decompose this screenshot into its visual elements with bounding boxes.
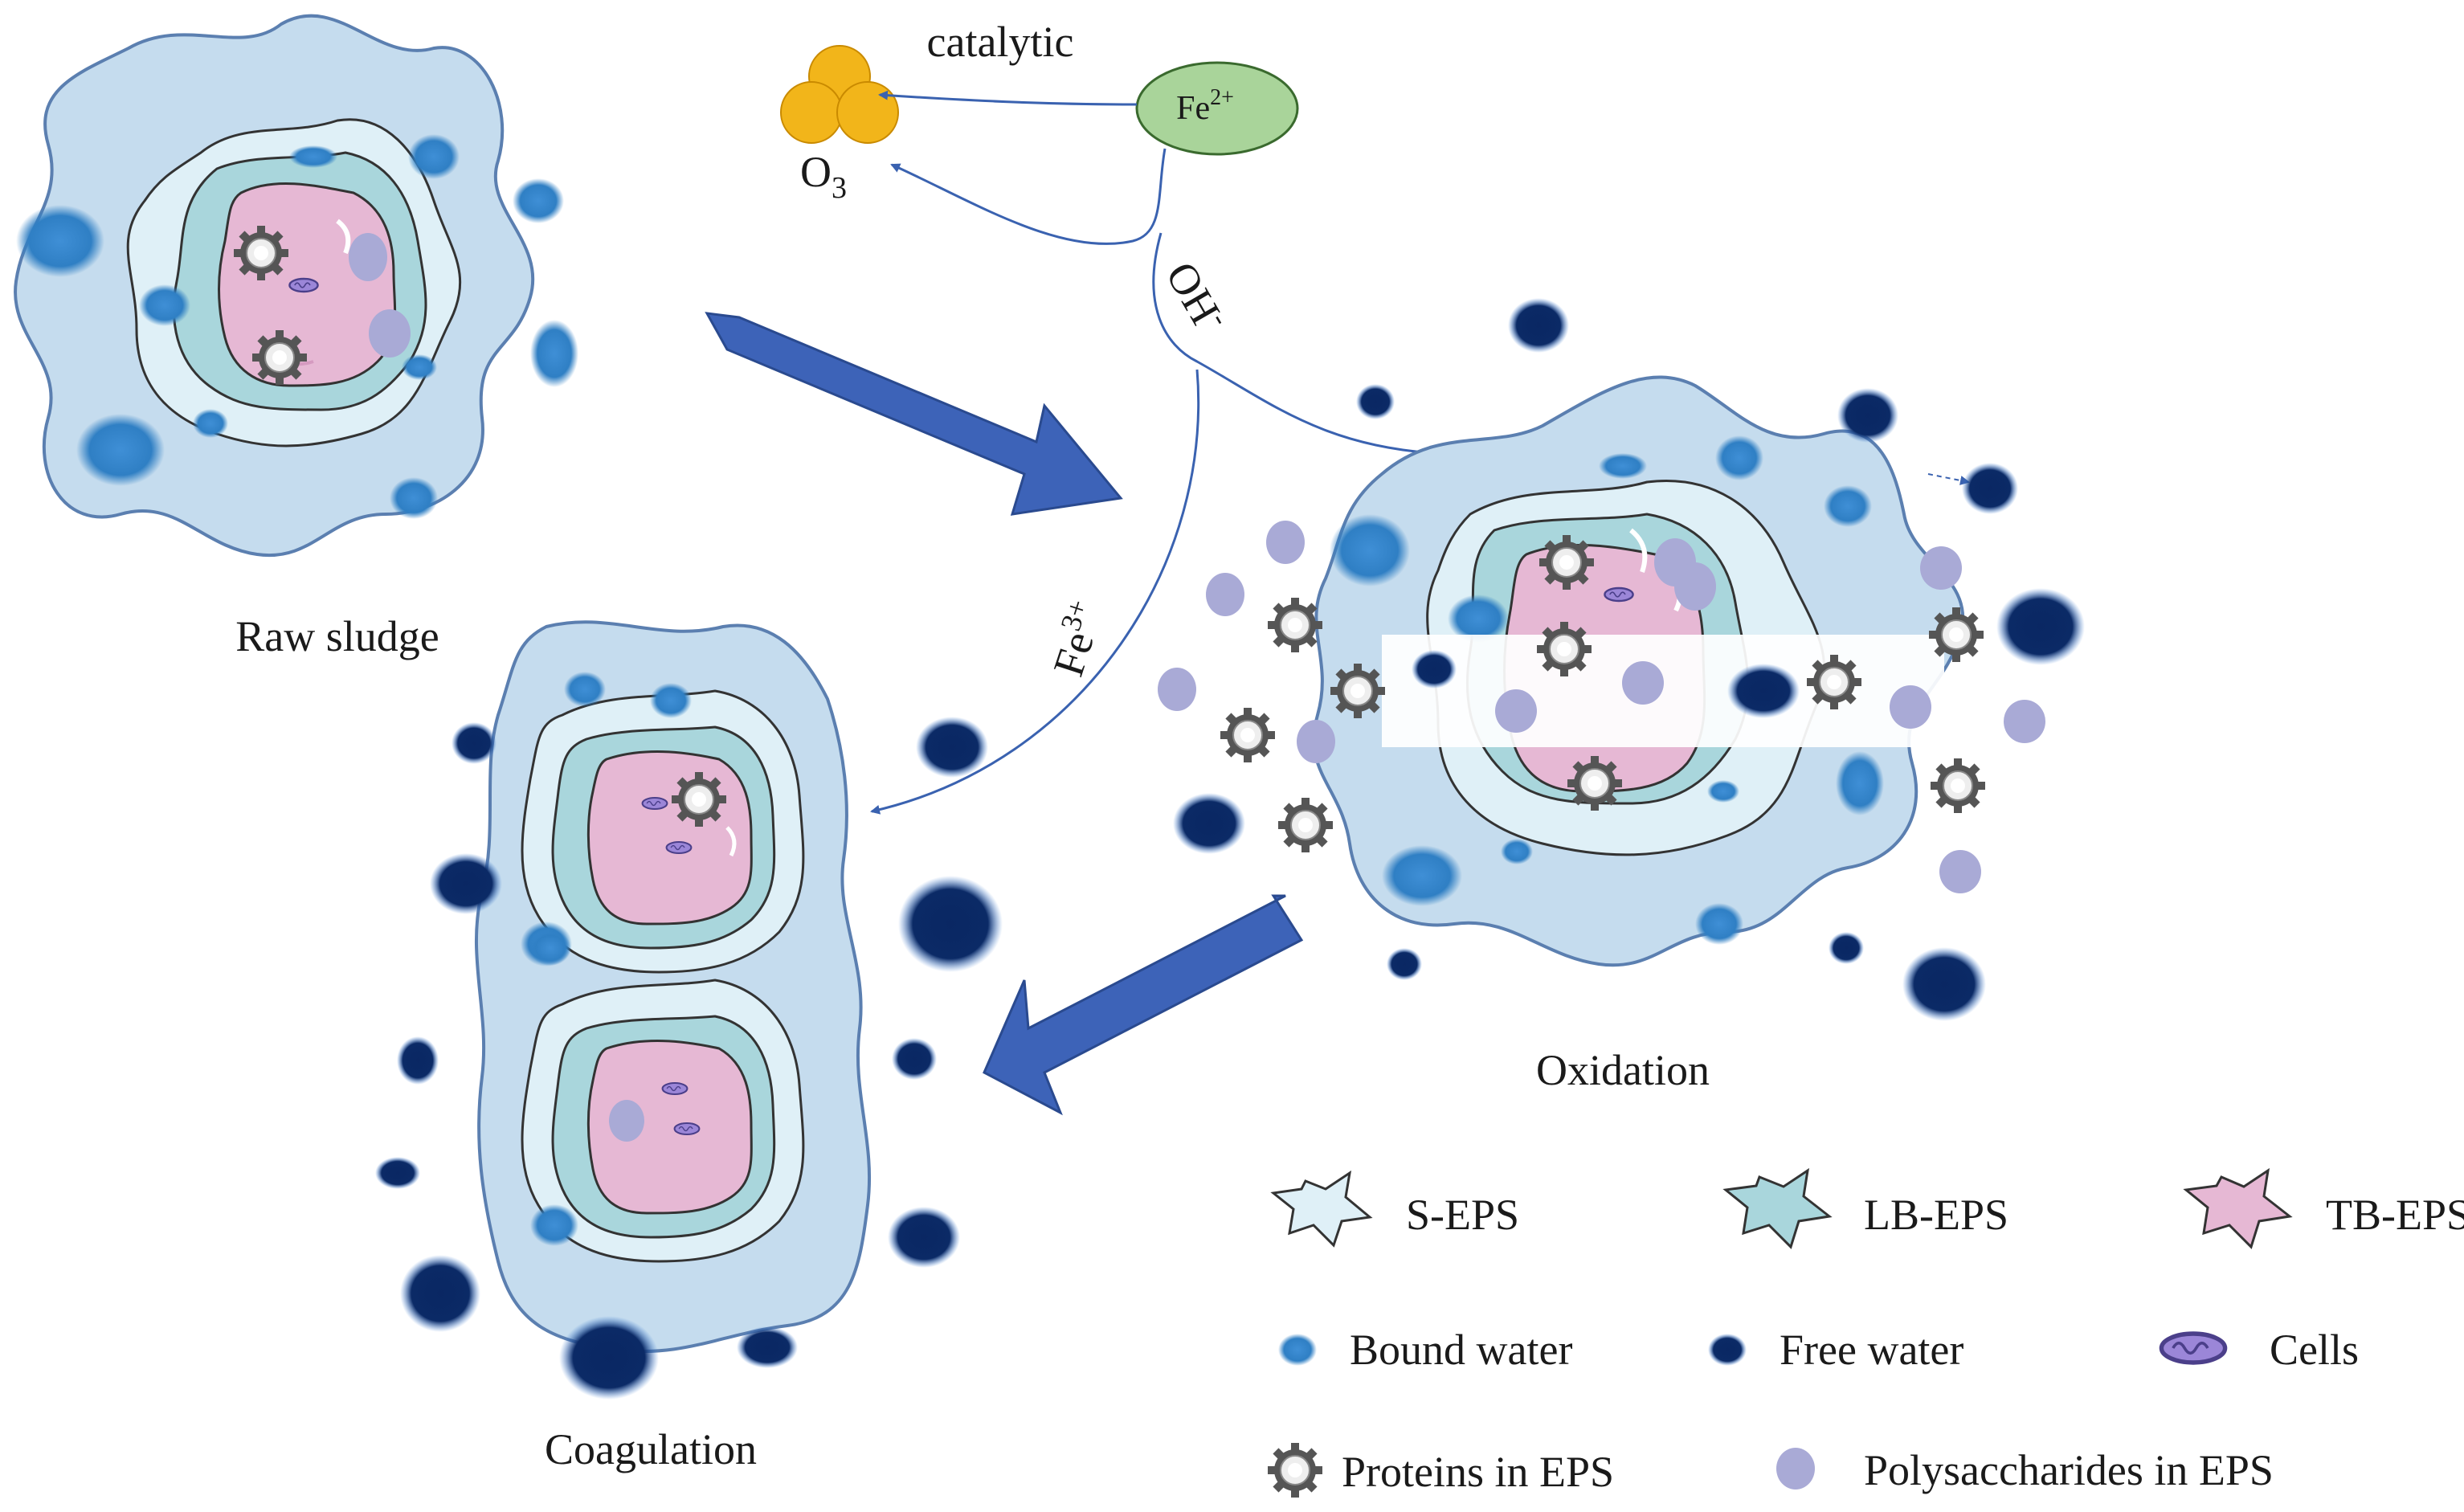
svg-text:Proteins in EPS: Proteins in EPS xyxy=(1342,1448,1614,1496)
protein-gear-icon xyxy=(1267,1442,1323,1498)
svg-text:S-EPS: S-EPS xyxy=(1406,1191,1519,1239)
free-water-dot-icon xyxy=(1708,1334,1747,1366)
svg-text:TB-EPS: TB-EPS xyxy=(2326,1191,2464,1239)
raw-bound-water-drops xyxy=(16,134,578,519)
svg-text:LB-EPS: LB-EPS xyxy=(1864,1191,2008,1239)
ox-free-water-drops xyxy=(1173,298,2085,1021)
svg-text:Polysaccharides in EPS: Polysaccharides in EPS xyxy=(1864,1446,2274,1494)
oh-label: OH- xyxy=(1157,252,1237,341)
legend-item-proteins: Proteins in EPS xyxy=(1267,1442,1614,1498)
svg-text:Free water: Free water xyxy=(1780,1326,1963,1374)
catalytic-label: catalytic xyxy=(927,18,1074,66)
coagulation-floc xyxy=(474,620,872,1354)
svg-text:Bound water: Bound water xyxy=(1350,1326,1572,1374)
coag-bound-water-drops xyxy=(521,672,692,1246)
cell-mitochondrion-icon xyxy=(2161,1334,2225,1363)
coagulation-label: Coagulation xyxy=(545,1425,757,1473)
legend-item-free-water: Free water xyxy=(1708,1326,1963,1374)
fe3-path xyxy=(870,369,1200,815)
tb-eps-swatch-icon xyxy=(2183,1167,2293,1249)
catalytic-arrow xyxy=(878,90,1138,106)
ox-bound-water-drops xyxy=(1330,435,1884,945)
fe2-to-o3-line xyxy=(890,148,1167,245)
fe2-ion-bubble xyxy=(1135,61,1299,156)
flow-arrow-to-coagulation xyxy=(983,894,1304,1116)
raw-polysaccharides xyxy=(349,233,411,358)
released-polysaccharides xyxy=(1158,521,2045,893)
raw-sludge-label: Raw sludge xyxy=(235,612,439,660)
coag-free-water-drops xyxy=(375,717,1003,1400)
polysaccharide-blob-icon xyxy=(1776,1448,1815,1490)
oxidation-label: Oxidation xyxy=(1536,1046,1710,1094)
o3-label: O3 xyxy=(800,148,847,205)
bound-water-dot-icon xyxy=(1278,1334,1317,1366)
ox-cells xyxy=(1604,586,1634,603)
fe2-label: Fe2+ xyxy=(1176,85,1234,127)
lb-eps-swatch-icon xyxy=(1722,1167,1833,1249)
svg-text:Cells: Cells xyxy=(2270,1326,2359,1374)
legend-item-bound-water: Bound water xyxy=(1278,1326,1572,1374)
legend-item-lb-eps: LB-EPS xyxy=(1722,1167,2008,1249)
legend-item-s-eps: S-EPS xyxy=(1270,1170,1519,1248)
s-eps-swatch-icon xyxy=(1270,1170,1373,1248)
flow-arrow-to-oxidation xyxy=(705,312,1123,516)
ox-polysaccharides-inner xyxy=(1654,538,1716,611)
raw-sludge-floc xyxy=(14,14,578,558)
legend-item-tb-eps: TB-EPS xyxy=(2183,1167,2464,1249)
oh-radical-path xyxy=(1152,232,1452,459)
legend-item-polysaccharides: Polysaccharides in EPS xyxy=(1776,1446,2274,1494)
raw-cells xyxy=(288,277,319,293)
legend: S-EPS LB-EPS TB-EPS Bound water Free wat… xyxy=(1267,1167,2464,1498)
legend-item-cells: Cells xyxy=(2161,1326,2359,1374)
ox-rupture-band xyxy=(1382,635,1944,747)
